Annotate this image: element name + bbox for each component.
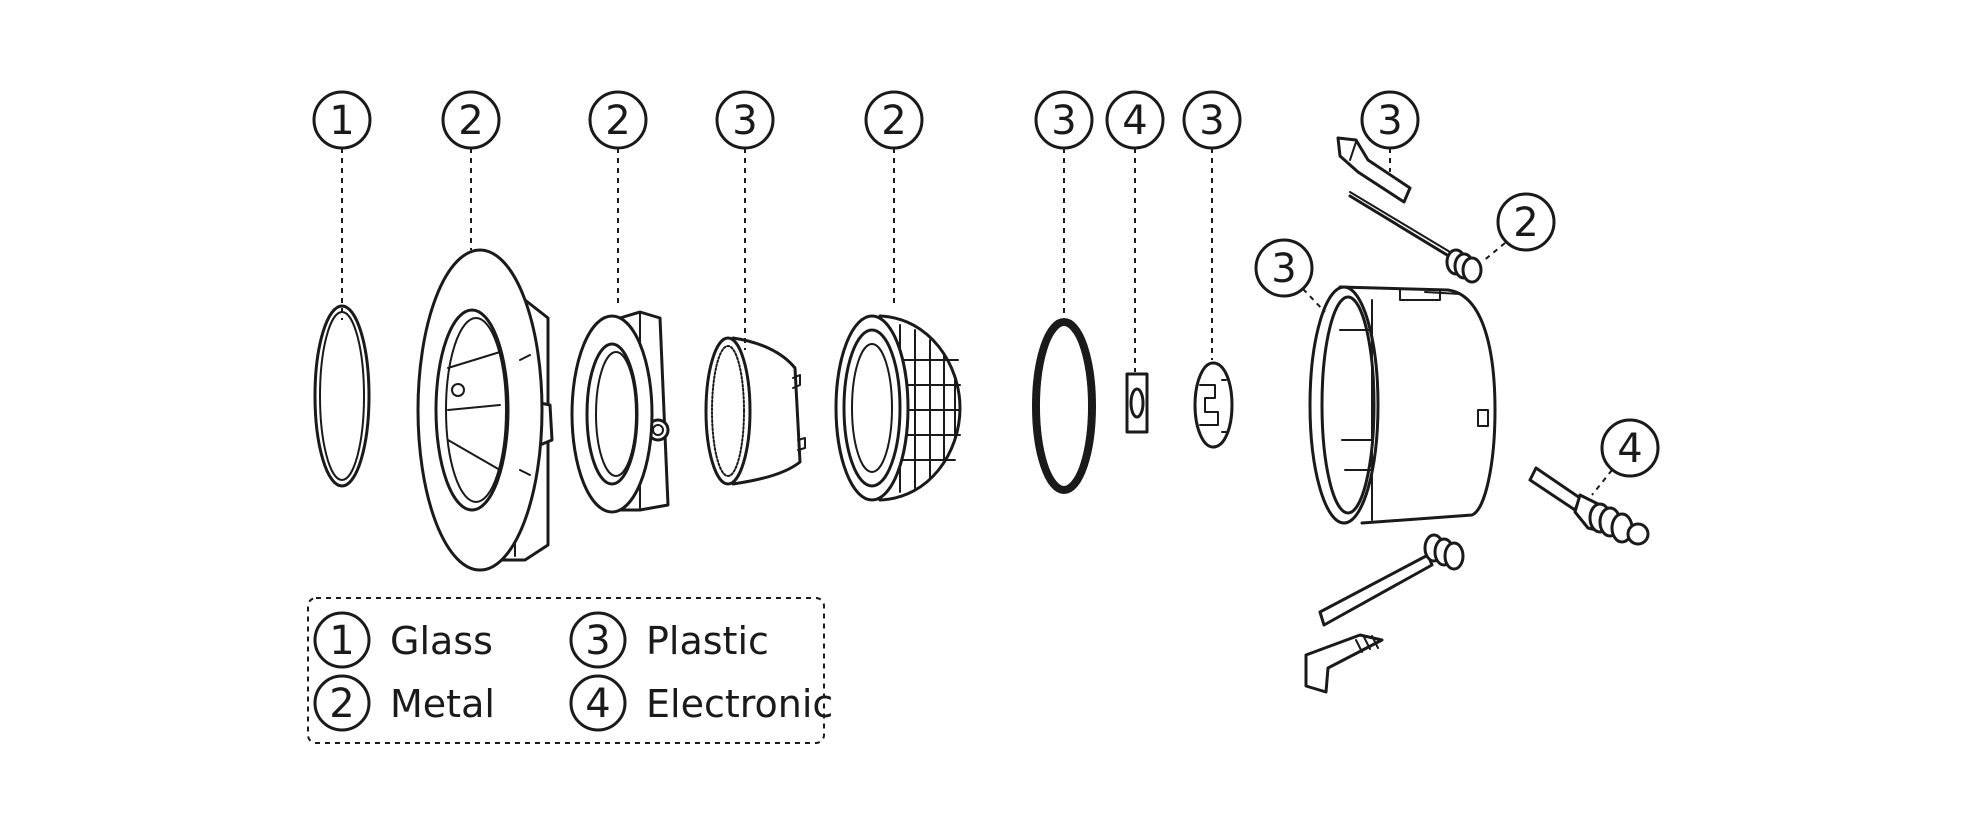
callout-heatsink: 2 — [864, 90, 924, 305]
callout-heatsink-number: 2 — [881, 98, 906, 144]
callout-top-clip-number: 3 — [1377, 98, 1402, 144]
trim-ring-part — [416, 248, 554, 572]
callout-connector-number: 4 — [1617, 426, 1642, 472]
callout-connector: 4 — [1591, 418, 1660, 496]
reflector-part — [704, 336, 806, 486]
callout-trim-ring-number: 2 — [458, 98, 483, 144]
callout-glass-lens: 1 — [312, 90, 372, 320]
callout-glass-lens-number: 1 — [329, 98, 354, 144]
legend-item-plastic: 3 Plastic — [569, 611, 769, 669]
callout-o-ring-number: 3 — [1051, 98, 1076, 144]
callout-housing-number: 3 — [1271, 246, 1296, 292]
legend-item-electronic-number: 4 — [585, 681, 610, 727]
holder-clip-part — [1193, 361, 1234, 449]
callout-top-clip: 3 — [1360, 90, 1420, 172]
callout-holder-clip-number: 3 — [1199, 98, 1224, 144]
legend: 1 Glass 2 Metal 3 Plastic 4 Electronic — [307, 597, 833, 744]
legend-item-metal: 2 Metal — [313, 674, 495, 732]
callout-chip-module: 4 — [1105, 90, 1165, 372]
callout-spring-top-number: 2 — [1513, 200, 1538, 246]
legend-item-metal-number: 2 — [329, 681, 354, 727]
bottom-clip-part — [1304, 633, 1384, 694]
legend-item-glass-number: 1 — [329, 618, 354, 664]
legend-item-glass: 1 Glass — [313, 611, 493, 669]
callout-holder-clip: 3 — [1182, 90, 1242, 360]
chip-module-part — [1125, 372, 1149, 434]
callout-reflector-number: 3 — [732, 98, 757, 144]
callout-housing: 3 — [1254, 238, 1326, 313]
o-ring-part — [1032, 318, 1096, 494]
spring-bottom-part — [1318, 533, 1465, 627]
legend-item-electronic-label: Electronic — [646, 682, 833, 726]
callout-trim-ring: 2 — [441, 90, 501, 250]
housing-part — [1308, 285, 1497, 525]
heatsink-part — [834, 314, 962, 502]
callout-chip-module-number: 4 — [1122, 98, 1147, 144]
inner-ring-part — [570, 310, 670, 514]
connector-part — [1528, 466, 1650, 546]
callout-spring-top: 2 — [1481, 192, 1556, 263]
top-clip-part — [1336, 136, 1412, 204]
legend-item-glass-label: Glass — [390, 619, 493, 663]
glass-lens-part — [313, 304, 371, 488]
legend-item-plastic-label: Plastic — [646, 619, 769, 663]
callout-inner-ring-number: 2 — [605, 98, 630, 144]
spring-top-part — [1348, 191, 1483, 284]
legend-item-electronic: 4 Electronic — [569, 674, 833, 732]
callout-o-ring: 3 — [1034, 90, 1094, 318]
callout-reflector: 3 — [715, 90, 775, 350]
legend-item-metal-label: Metal — [390, 682, 495, 726]
legend-item-plastic-number: 3 — [585, 618, 610, 664]
callout-inner-ring: 2 — [588, 90, 648, 308]
